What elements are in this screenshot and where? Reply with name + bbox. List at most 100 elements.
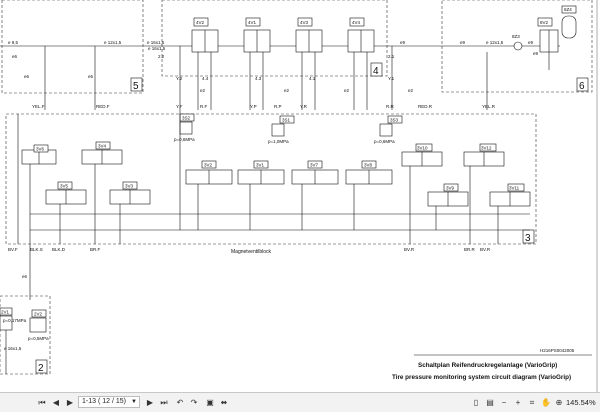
svg-text:Y.1: Y.1	[388, 76, 395, 81]
valve-3V7: 3V7	[291, 160, 339, 185]
valve-4V2: 4V2	[191, 17, 219, 53]
svg-text:p=1,0MPa: p=1,0MPa	[268, 139, 289, 144]
continuous-page-icon[interactable]: ▤	[486, 398, 494, 407]
pipe-label: e6	[24, 74, 30, 79]
page-select[interactable]: 1-13 ( 12 / 15) ▼	[78, 396, 140, 408]
valve-block-label: Magnetventilblock	[231, 249, 272, 255]
svg-text:p=0,6MPa: p=0,6MPa	[374, 139, 395, 144]
svg-text:BLK.D: BLK.D	[52, 247, 66, 252]
pipe-label: e 12x1,5	[486, 40, 504, 45]
box-2	[0, 295, 51, 375]
valve-4V4: 4V4	[347, 17, 375, 53]
svg-text:3V4: 3V4	[98, 144, 107, 149]
svg-text:4.3: 4.3	[255, 76, 262, 81]
pipe-label: e 16x1,5	[148, 46, 166, 51]
line-label: RED.R	[418, 104, 433, 109]
fit-page-icon[interactable]: ▣	[206, 398, 214, 407]
pipe-label: e9	[528, 40, 534, 45]
first-page-icon[interactable]: ⏮	[38, 398, 46, 407]
zoom-level[interactable]: 145.54%	[566, 398, 596, 407]
svg-text:3V1: 3V1	[256, 163, 265, 168]
svg-text:p=0,17MPa: p=0,17MPa	[3, 318, 27, 323]
crop-icon[interactable]: ⌗	[529, 398, 535, 407]
page-select-value: 1-13 ( 12 / 15)	[82, 398, 126, 405]
marquee-zoom-icon[interactable]: ⊕	[555, 398, 563, 407]
svg-text:8Z3: 8Z3	[512, 34, 520, 39]
box-2-number: 2	[38, 363, 44, 374]
pipe-label: e6	[22, 274, 28, 279]
svg-text:3V7: 3V7	[310, 163, 319, 168]
valve-3V9: 3V9	[427, 183, 469, 207]
svg-text:3V8: 3V8	[364, 163, 373, 168]
prev-page-icon[interactable]: ◀	[52, 398, 60, 407]
pipe-label: e 16x1,5	[147, 40, 165, 45]
title-en: Tire pressure monitoring system circuit …	[392, 374, 571, 381]
valve-4V1: 4V1	[243, 17, 271, 53]
valve-3V4: 3V4	[81, 141, 123, 165]
svg-text:Y.2: Y.2	[176, 76, 183, 81]
back-icon[interactable]: ↶	[176, 398, 184, 407]
chevron-down-icon: ▼	[131, 399, 137, 405]
svg-text:6Z4: 6Z4	[564, 7, 572, 12]
svg-text:4V1: 4V1	[248, 20, 257, 25]
valve-3V12: 3V12	[463, 143, 505, 167]
box-4-number: 4	[373, 66, 379, 77]
valve-3V3: 3V3	[109, 181, 151, 205]
drawing-id: H216PS0042005	[540, 348, 575, 353]
line-label: YEL.F	[32, 104, 45, 109]
box-3-number: 3	[525, 233, 531, 244]
single-page-icon[interactable]: ▯	[473, 398, 479, 407]
box-3	[5, 113, 537, 245]
sensor-3S2: 3S2 p=0,6MPa	[174, 113, 195, 142]
svg-text:3V2: 3V2	[204, 163, 213, 168]
line-label: R.R	[386, 104, 395, 109]
valve-8V2: 8V2	[537, 17, 559, 53]
title-de: Schaltplan Reifendruckregelanlage (Vario…	[418, 362, 557, 369]
pipe-label: e9	[460, 40, 466, 45]
hand-icon[interactable]: ✋	[541, 398, 551, 407]
last-page-icon[interactable]: ⏭	[160, 398, 168, 407]
svg-text:BV.R: BV.R	[404, 247, 415, 252]
pipe-label: e 9,5	[8, 40, 19, 45]
svg-text:3S1: 3S1	[282, 118, 291, 123]
fit-width-icon[interactable]: ⬌	[220, 398, 228, 407]
svg-text:p=0,6MPa: p=0,6MPa	[174, 137, 195, 142]
svg-text:8V2: 8V2	[540, 20, 549, 25]
pipe-label: e5	[88, 74, 94, 79]
line-label: R.F	[200, 104, 208, 109]
svg-text:BR.R: BR.R	[464, 247, 476, 252]
pipe-label: e2	[344, 88, 350, 93]
valve-2V1: 2V1	[0, 307, 13, 331]
valve-2V2: 2V2	[29, 309, 47, 333]
svg-text:BV.R: BV.R	[480, 247, 491, 252]
box-4	[161, 0, 388, 77]
pipe-label: e6	[12, 54, 18, 59]
valve-3V10: 3V10	[401, 143, 443, 167]
document-viewport[interactable]: 5 4 6 4V2 4V1 4V3 4V4 8V2 6Z4	[0, 0, 600, 392]
valve-3V8: 3V8	[345, 160, 393, 185]
sensor-3S3: 3S3 p=0,6MPa	[374, 115, 403, 144]
line-label: Y.R	[300, 104, 308, 109]
svg-text:4.1: 4.1	[309, 76, 316, 81]
forward-icon[interactable]: ↷	[190, 398, 198, 407]
svg-text:3V12: 3V12	[481, 146, 492, 151]
valve-3V6: 3V6	[21, 144, 57, 165]
svg-text:2V1: 2V1	[1, 310, 10, 315]
next-page-icon[interactable]: ▶	[66, 398, 74, 407]
zoom-out-icon[interactable]: −	[501, 398, 507, 407]
filter-8Z3: 8Z3	[512, 34, 523, 51]
valve-4V3: 4V3	[295, 17, 323, 53]
pipe-label: e9	[400, 40, 406, 45]
line-label: RED.F	[96, 104, 110, 109]
line-label: Y.P	[250, 104, 257, 109]
zoom-in-icon[interactable]: +	[515, 398, 521, 407]
next-page-icon[interactable]: ▶	[146, 398, 154, 407]
svg-text:3V9: 3V9	[446, 186, 455, 191]
box-5	[1, 0, 144, 94]
line-label: Y.F	[176, 104, 183, 109]
svg-text:2V2: 2V2	[34, 312, 43, 317]
box-6-number: 6	[579, 81, 585, 92]
svg-text:p=0,5MPa: p=0,5MPa	[28, 336, 49, 341]
svg-text:BR.F: BR.F	[90, 247, 101, 252]
valve-3V1: 3V1	[237, 160, 285, 185]
